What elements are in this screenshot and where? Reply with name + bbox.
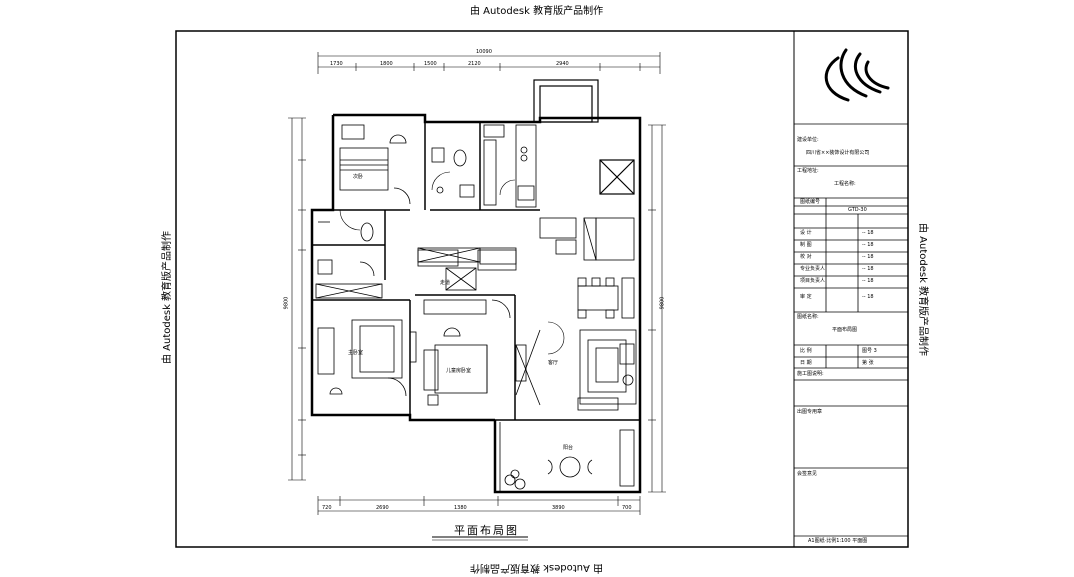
dim-top-2: 1800	[380, 61, 393, 67]
kitchen-fixtures	[483, 124, 537, 208]
company-logo	[824, 48, 890, 102]
tb-stamp-label: 出图专用章	[797, 409, 823, 415]
tb-row-label: 制 图	[800, 242, 812, 248]
tb-row-value: -- 18	[862, 278, 874, 284]
right-dimension-lines	[648, 124, 666, 493]
tb-row-value: -- 18	[862, 230, 874, 236]
drawing-frame	[175, 30, 909, 548]
tb-row-value: -- 18	[862, 242, 874, 248]
corridor-cabinets	[417, 217, 577, 271]
tb-drawing-no-label: 图纸编号	[800, 199, 821, 205]
master-bedroom-furniture	[317, 319, 417, 397]
child-bedroom-furniture	[423, 299, 541, 406]
dim-bottom-1: 720	[322, 505, 332, 511]
tb-row-label: 设 计	[800, 230, 812, 236]
tb-remark-label: 施工图说明:	[797, 371, 824, 377]
balcony-bottom-furniture	[499, 422, 635, 492]
top-balcony	[533, 79, 635, 195]
dining-furniture	[555, 217, 635, 319]
dim-top-1: 1730	[330, 61, 343, 67]
tb-project-name: 工程名称:	[834, 181, 856, 187]
top-dimension-lines	[317, 52, 661, 74]
bottom-dimension-lines	[317, 496, 641, 515]
title-block-lines	[794, 123, 908, 537]
room-label-balcony: 阳台	[563, 445, 574, 451]
tb-date-label: 日 期	[800, 360, 812, 366]
tb-row-value: -- 18	[862, 294, 874, 300]
dim-left-total: 9800	[283, 296, 290, 310]
tb-client-label: 建设单位:	[797, 137, 819, 143]
dim-top-5: 2940	[556, 61, 569, 67]
tb-row-label: 审 定	[800, 294, 812, 300]
tb-sheet-title: 平面布局图	[832, 327, 858, 333]
watermark-top: 由 Autodesk 教育版产品制作	[470, 6, 604, 17]
room-label-hall: 走道	[440, 280, 451, 286]
room-label-bedroom-top: 次卧	[353, 174, 364, 180]
tb-sheet-title-label: 图纸名称:	[797, 314, 819, 320]
dim-top-4: 2120	[468, 61, 481, 67]
tb-drawing-no: GTD-30	[848, 207, 867, 213]
left-dimension-lines	[288, 117, 306, 481]
drawing-title: 平面布局图	[454, 524, 519, 537]
tb-project-label: 工程地址:	[797, 168, 819, 174]
door-swings	[339, 171, 565, 355]
room-label-master: 主卧室	[348, 350, 364, 356]
tb-company: 四川省××装饰设计有限公司	[806, 150, 870, 156]
dim-right-total: 9800	[659, 296, 666, 310]
dim-top-3: 1500	[424, 61, 437, 67]
dim-bottom-4: 3890	[552, 505, 565, 511]
wardrobes	[315, 247, 517, 315]
bedroom-top-furniture	[339, 124, 411, 205]
tb-scale-label: 比 例	[800, 348, 812, 354]
room-label-child: 儿童房卧室	[446, 368, 472, 374]
interior-walls	[312, 122, 640, 421]
room-label-living: 客厅	[548, 360, 559, 366]
tb-row-label: 校 对	[800, 254, 812, 260]
dim-bottom-2: 2690	[376, 505, 389, 511]
dim-top-total: 10090	[476, 49, 492, 55]
tb-row-label: 项目负责人	[800, 278, 826, 284]
living-furniture	[577, 329, 637, 411]
tb-row-value: -- 18	[862, 266, 874, 272]
title-block-frame	[793, 30, 909, 548]
tb-row-value: -- 18	[862, 254, 874, 260]
dim-bottom-3: 1380	[454, 505, 467, 511]
tb-row-label: 专业负责人	[800, 266, 826, 272]
tb-footer: A1图纸·比例1:100 平面图	[808, 538, 868, 544]
bathroom-top-fixtures	[431, 147, 475, 198]
exterior-walls	[310, 113, 642, 494]
tb-scale-value: 图号 3	[862, 348, 877, 354]
bathroom-left-fixtures	[317, 221, 375, 277]
tb-date-value: 第 张	[862, 360, 874, 366]
dim-bottom-5: 700	[622, 505, 632, 511]
tb-sign-label: 会签意见	[797, 471, 818, 477]
